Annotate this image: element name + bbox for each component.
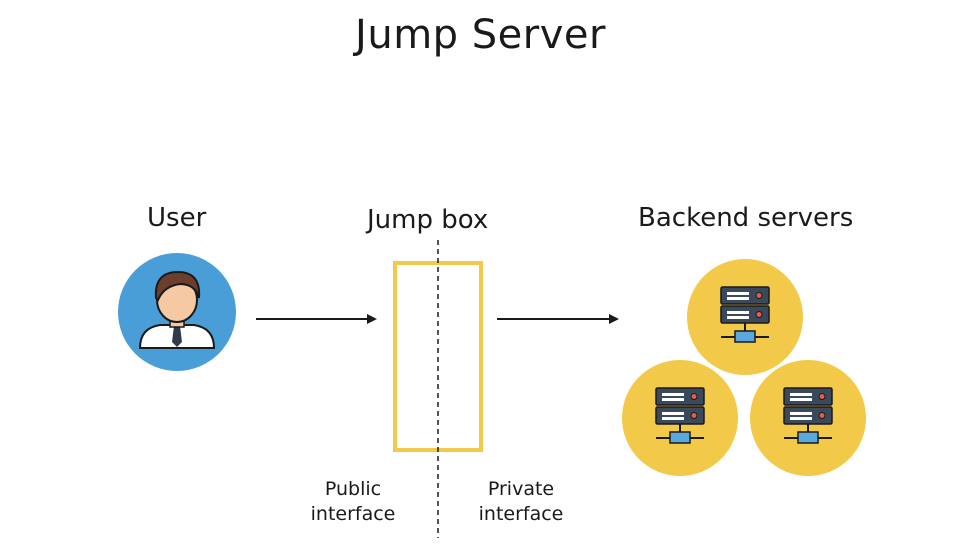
user-avatar-icon — [118, 253, 236, 371]
public-interface-line1: Public — [324, 478, 382, 500]
jump-box-label: Jump box — [367, 205, 489, 235]
backend-server-top — [687, 259, 803, 375]
backend-server-right — [750, 360, 866, 476]
backend-servers-label: Backend servers — [638, 203, 854, 233]
diagram-title: Jump Server — [355, 12, 606, 58]
public-interface-line2: interface — [310, 503, 396, 525]
private-interface-label: Private interface — [471, 477, 571, 527]
backend-server-left — [622, 360, 738, 476]
private-interface-line1: Private — [487, 478, 555, 500]
public-interface-label: Public interface — [303, 477, 403, 527]
private-interface-line2: interface — [478, 503, 564, 525]
user-label: User — [147, 203, 207, 233]
